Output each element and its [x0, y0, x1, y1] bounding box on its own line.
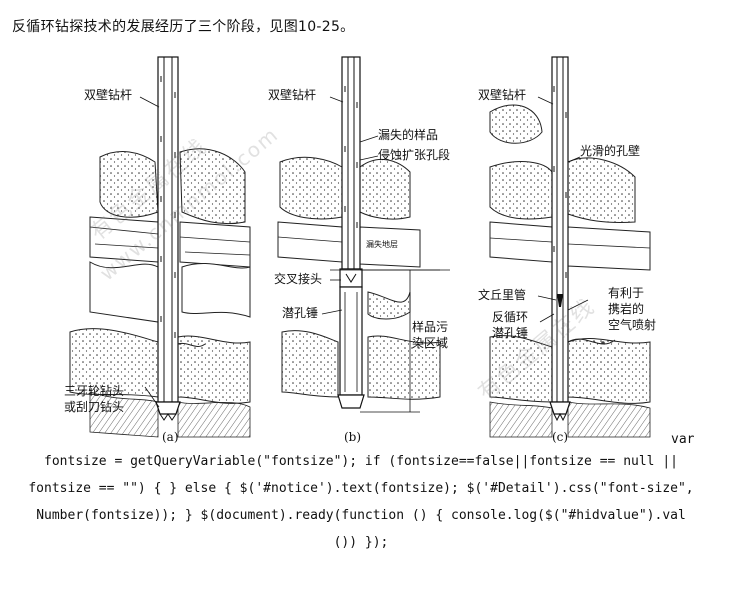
label-contamination-zone-2: 染区域: [412, 336, 449, 350]
label-tricone-bit: 三牙轮钻头: [64, 384, 125, 398]
label-eroded-section: 侵蚀扩张孔段: [378, 148, 451, 162]
label-crossover-sub: 交叉接头: [274, 272, 323, 286]
label-drag-bit: 或刮刀钻头: [64, 400, 125, 414]
caption-b: (b): [344, 430, 362, 444]
caption-a: (a): [162, 430, 179, 444]
label-contamination-zone-1: 样品污: [412, 320, 449, 334]
label-air-jet-1: 有利于: [608, 286, 645, 300]
panel-c: [489, 56, 651, 438]
figure-drawing: [69, 56, 651, 438]
panel-a: [69, 56, 251, 438]
drilling-figure: 有色金属在线 www.cnmnmol.com 有色金属在线 双壁钻杆 三牙轮钻头…: [60, 52, 680, 448]
panel-b: [277, 56, 450, 413]
code-line-1: fontsize = getQueryVariable("fontsize");…: [44, 454, 678, 469]
code-line-0: var: [671, 432, 695, 447]
intro-paragraph: 反循环钻探技术的发展经历了三个阶段，见图10-25。: [12, 19, 355, 35]
code-line-4: ()) });: [333, 535, 389, 550]
label-smooth-wall: 光滑的孔壁: [580, 144, 641, 158]
label-double-wall-pipe-a: 双壁钻杆: [84, 88, 133, 102]
label-rc-hammer-1: 反循环: [492, 310, 529, 324]
label-air-jet-3: 空气喷射: [608, 318, 657, 332]
label-double-wall-pipe-b: 双壁钻杆: [268, 88, 317, 102]
label-dth-hammer: 潜孔锤: [282, 306, 319, 320]
label-lost-formation: 漏失地层: [366, 240, 398, 249]
label-air-jet-2: 携岩的: [608, 302, 645, 316]
code-line-3: Number(fontsize)); } $(document).ready(f…: [36, 508, 686, 523]
label-double-wall-pipe-c: 双壁钻杆: [478, 88, 527, 102]
label-lost-sample: 漏失的样品: [378, 128, 439, 142]
label-rc-hammer-2: 潜孔锤: [492, 326, 529, 340]
label-venturi: 文丘里管: [478, 288, 527, 302]
code-line-2: fontsize == "") { } else { $('#notice').…: [28, 481, 694, 496]
caption-c: (c): [552, 430, 569, 444]
